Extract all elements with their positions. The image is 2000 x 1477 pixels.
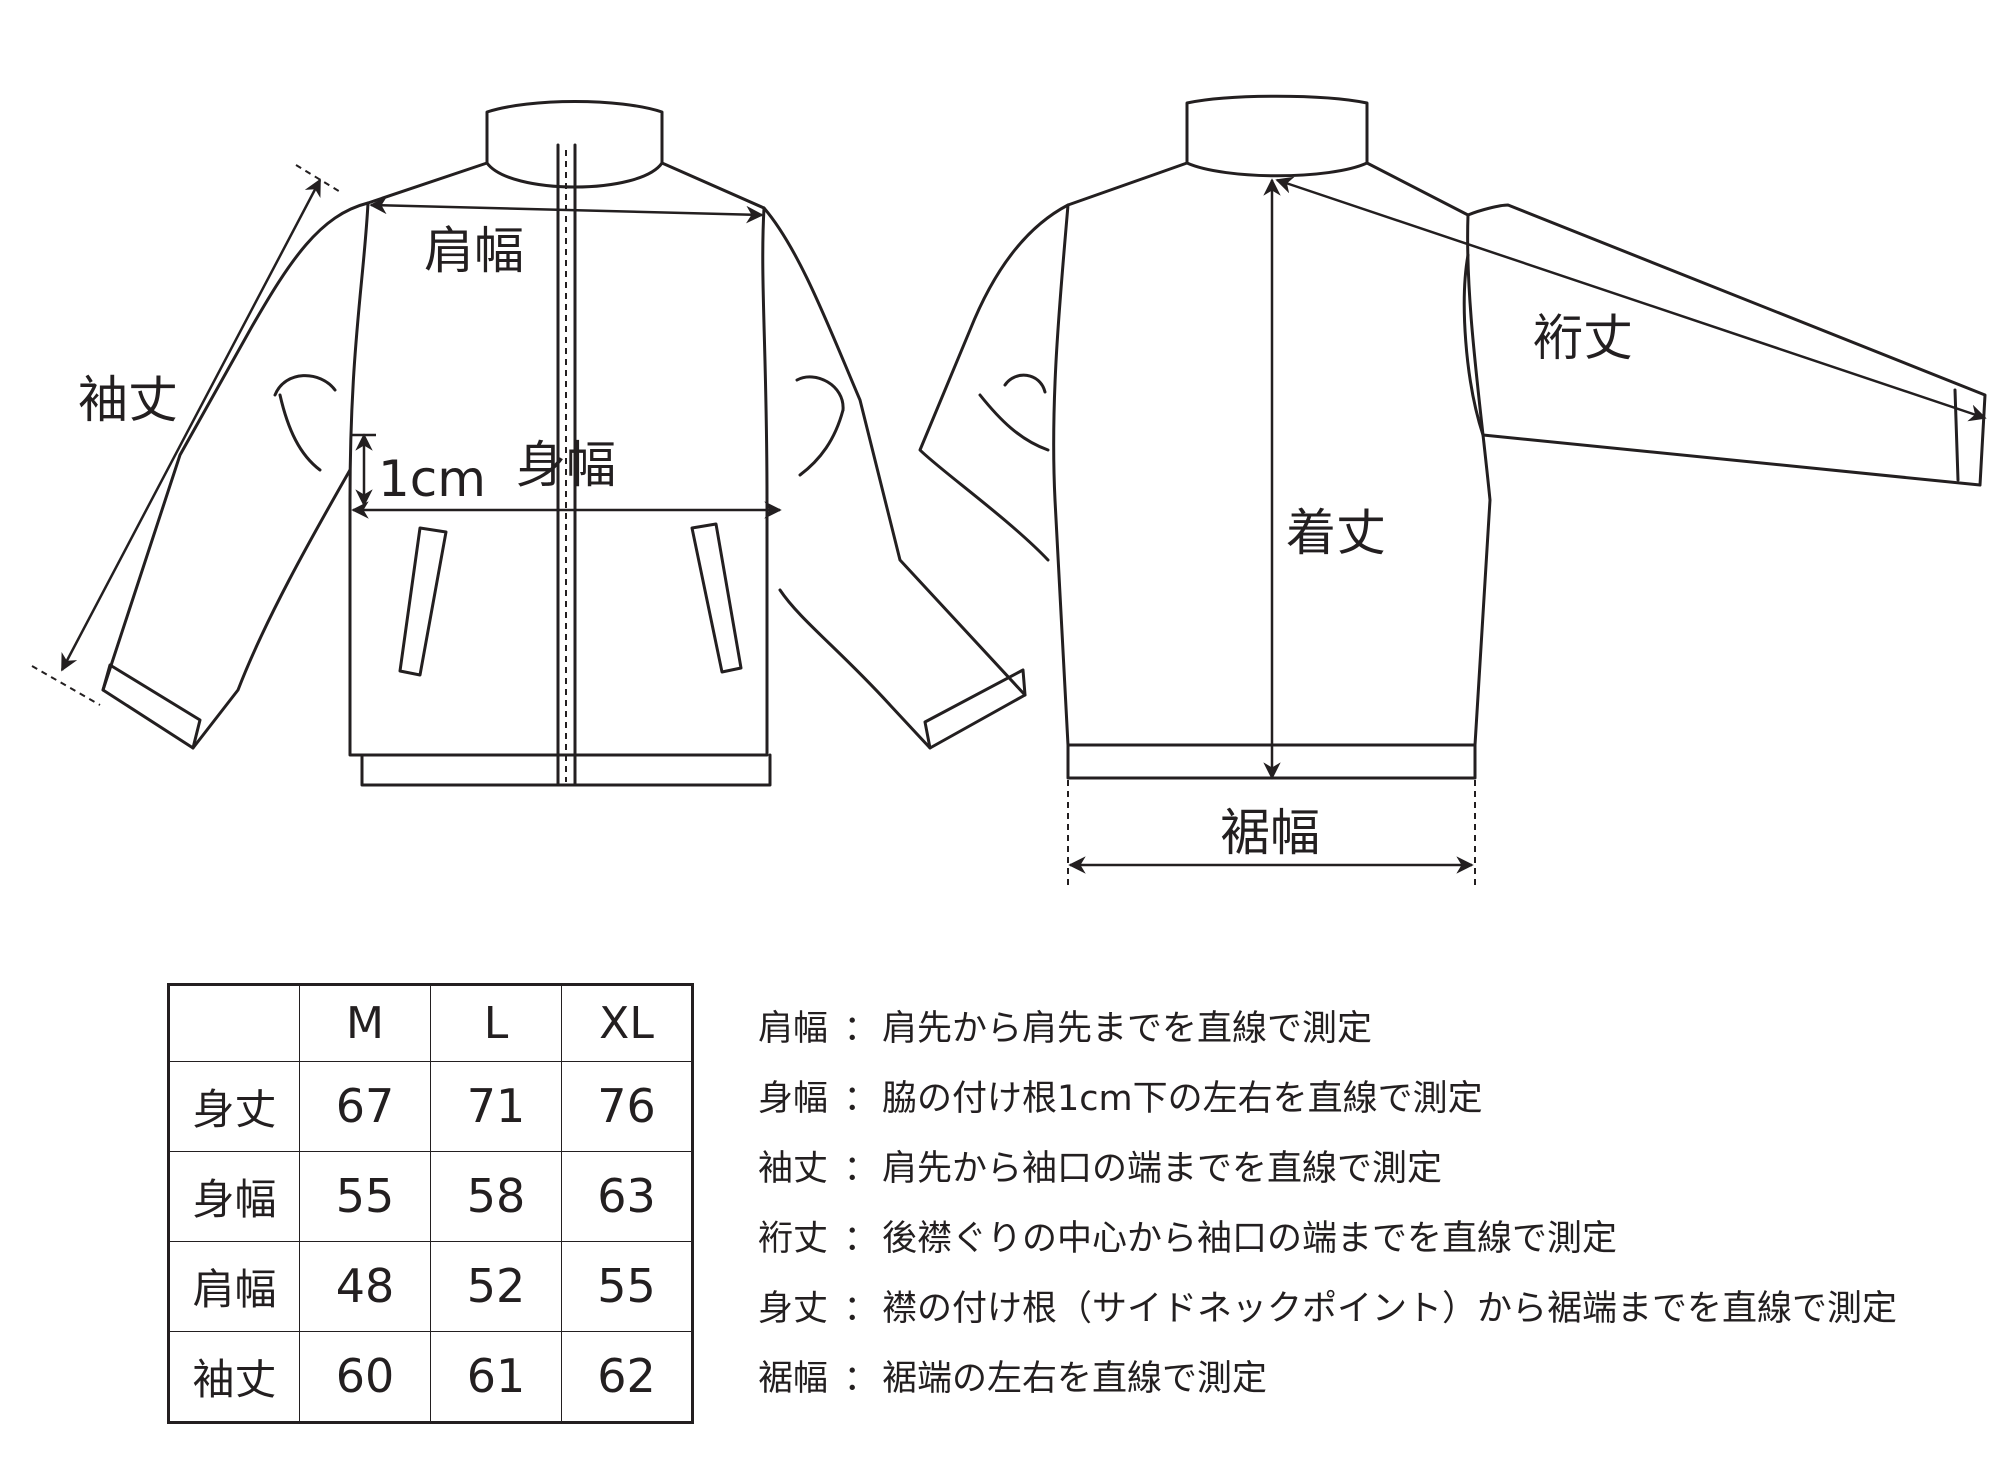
label-yuki-length: 裄丈	[1533, 309, 1633, 367]
shoulder-width-arrow	[369, 196, 764, 224]
table-cell: 58	[430, 1150, 562, 1242]
note-item: 肩幅 ：肩先から肩先までを直線で測定	[758, 990, 1988, 1060]
note-item: 裾幅 ：裾端の左右を直線で測定	[758, 1340, 1988, 1410]
front-pocket-right	[690, 522, 743, 674]
label-total-length: 着丈	[1286, 504, 1386, 562]
table-cell: 48	[299, 1240, 431, 1332]
note-term: 肩幅	[758, 1008, 829, 1049]
note-separator: ：	[843, 1288, 879, 1329]
sleeve-length-arrow	[60, 178, 322, 672]
front-jacket: 肩幅 袖丈 身幅 1cm	[31, 100, 1027, 787]
size-column-header: L	[430, 984, 562, 1062]
note-description: 後襟ぐりの中心から袖口の端までを直線で測定	[882, 1218, 1618, 1259]
label-offset: 1cm	[378, 450, 486, 508]
note-separator: ：	[843, 1358, 879, 1399]
row-header: 袖丈	[168, 1330, 300, 1424]
row-header: 身幅	[168, 1150, 300, 1242]
front-zipper	[556, 143, 577, 787]
table-cell: 55	[561, 1240, 693, 1332]
table-cell: 63	[561, 1150, 693, 1242]
table-cell: 55	[299, 1150, 431, 1242]
note-term: 身幅	[758, 1078, 829, 1119]
note-description: 裾端の左右を直線で測定	[882, 1358, 1268, 1399]
table-row: 袖丈 60 61 62	[168, 1330, 693, 1424]
size-column-header: M	[299, 984, 431, 1062]
table-cell: 67	[299, 1060, 431, 1152]
row-header: 身丈	[168, 1060, 300, 1152]
back-jacket: 裄丈 着丈 裾幅	[918, 94, 1987, 890]
table-cell: 60	[299, 1330, 431, 1424]
table-row: 身幅 55 58 63	[168, 1150, 693, 1242]
back-sleeve-left	[918, 203, 1070, 562]
table-row: 肩幅 48 52 55	[168, 1240, 693, 1332]
note-item: 袖丈 ：肩先から袖口の端までを直線で測定	[758, 1130, 1988, 1200]
table-header-row: M L XL	[168, 984, 693, 1062]
front-pocket-left	[398, 526, 448, 677]
note-separator: ：	[843, 1078, 879, 1119]
size-table: M L XL 身丈 67 71 76 身幅 55 58 63 肩幅 48 52 …	[167, 983, 694, 1424]
garment-diagram: 肩幅 袖丈 身幅 1cm 裄丈 着丈 裾幅	[31, 94, 1987, 890]
note-term: 裾幅	[758, 1358, 829, 1399]
note-term: 裄丈	[758, 1218, 829, 1259]
front-sleeve-left	[101, 201, 370, 750]
label-shoulder-width: 肩幅	[424, 222, 524, 280]
note-separator: ：	[843, 1218, 879, 1259]
row-header: 肩幅	[168, 1240, 300, 1332]
note-term: 袖丈	[758, 1148, 829, 1189]
note-description: 襟の付け根（サイドネックポイント）から裾端までを直線で測定	[882, 1288, 1898, 1329]
table-corner-cell	[168, 984, 300, 1062]
label-hem-width: 裾幅	[1220, 804, 1320, 862]
table-cell: 52	[430, 1240, 562, 1332]
yuki-length-arrow	[1275, 176, 1987, 422]
note-item: 裄丈 ：後襟ぐりの中心から袖口の端までを直線で測定	[758, 1200, 1988, 1270]
label-sleeve-length: 袖丈	[78, 371, 178, 429]
note-description: 肩先から肩先までを直線で測定	[882, 1008, 1373, 1049]
back-collar	[1185, 94, 1369, 178]
note-term: 身丈	[758, 1288, 829, 1329]
note-separator: ：	[843, 1008, 879, 1049]
note-item: 身丈 ：襟の付け根（サイドネックポイント）から裾端までを直線で測定	[758, 1270, 1988, 1340]
note-description: 脇の付け根1cm下の左右を直線で測定	[882, 1078, 1483, 1119]
table-cell: 71	[430, 1060, 562, 1152]
front-sleeve-right	[762, 206, 1027, 750]
front-waistband	[360, 753, 772, 787]
size-column-header: XL	[561, 984, 693, 1062]
label-body-width: 身幅	[516, 436, 616, 494]
table-cell: 76	[561, 1060, 693, 1152]
note-description: 肩先から袖口の端までを直線で測定	[882, 1148, 1443, 1189]
table-cell: 61	[430, 1330, 562, 1424]
note-item: 身幅 ：脇の付け根1cm下の左右を直線で測定	[758, 1060, 1988, 1130]
note-separator: ：	[843, 1148, 879, 1189]
table-row: 身丈 67 71 76	[168, 1060, 693, 1152]
table-cell: 62	[561, 1330, 693, 1424]
measurement-notes: 肩幅：肩先から肩先までを直線で測定 身幅：脇の付け根1cm下の左右を直線で測定 …	[758, 990, 1988, 1410]
